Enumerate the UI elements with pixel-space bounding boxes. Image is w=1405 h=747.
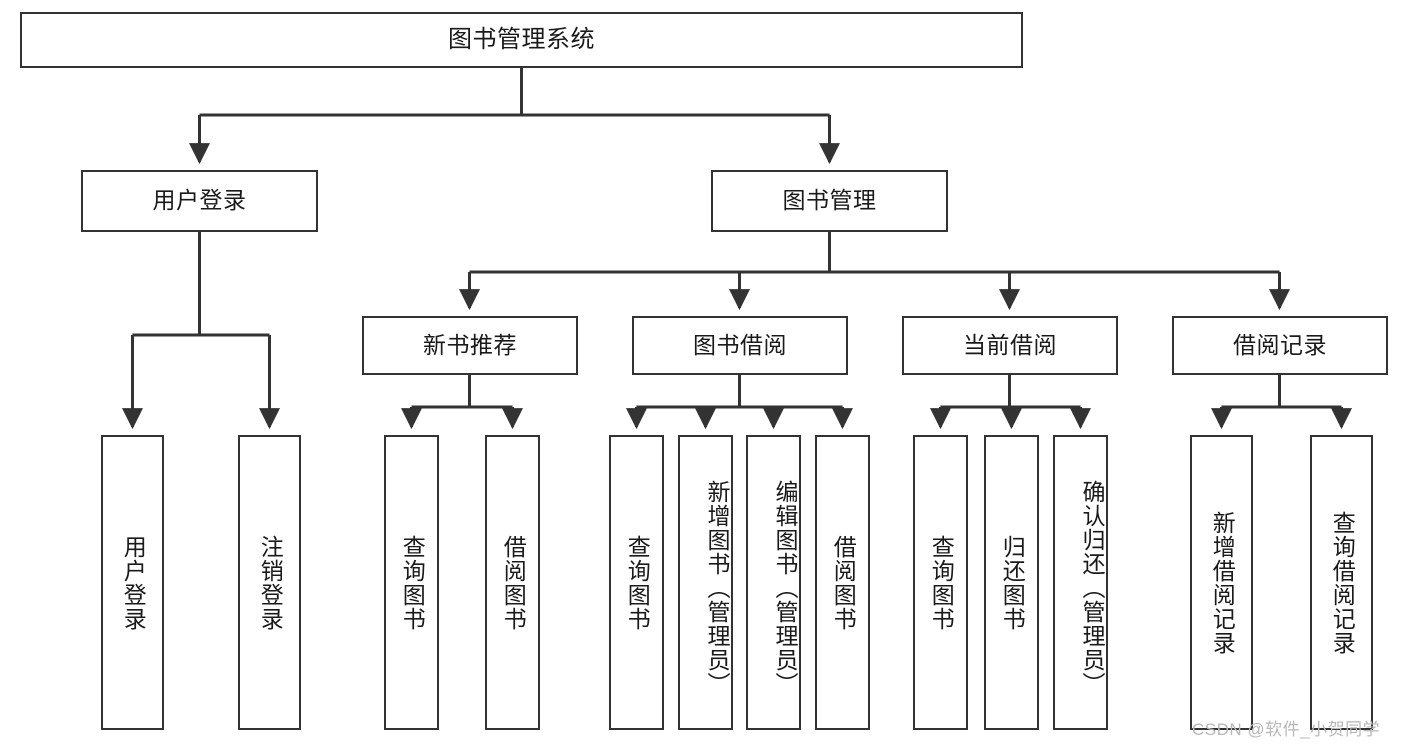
leaf-query-borrow-record[interactable]: 查询借阅记录 — [1310, 435, 1373, 730]
leaf-user-login[interactable]: 用户登录 — [101, 435, 164, 730]
leaf-query-books-current[interactable]: 查询图书 — [913, 435, 968, 730]
node-borrow-records[interactable]: 借阅记录 — [1172, 316, 1388, 375]
leaf-add-borrow-record[interactable]: 新增借阅记录 — [1190, 435, 1253, 730]
node-new-book-recommend[interactable]: 新书推荐 — [362, 316, 578, 375]
node-root-system[interactable]: 图书管理系统 — [20, 12, 1023, 68]
leaf-logout[interactable]: 注销登录 — [238, 435, 301, 730]
leaf-confirm-return-admin[interactable]: 确认归还（管理员） — [1053, 435, 1108, 730]
leaf-borrow-book[interactable]: 借阅图书 — [815, 435, 870, 730]
csdn-watermark: CSDN @软件_小贺同学 — [1192, 720, 1381, 739]
leaf-return-book[interactable]: 归还图书 — [984, 435, 1039, 730]
leaf-add-book-admin[interactable]: 新增图书（管理员） — [678, 435, 733, 730]
leaf-query-books-new[interactable]: 查询图书 — [384, 435, 439, 730]
leaf-borrow-books-new[interactable]: 借阅图书 — [485, 435, 540, 730]
leaf-edit-book-admin[interactable]: 编辑图书（管理员） — [746, 435, 801, 730]
node-current-borrow[interactable]: 当前借阅 — [902, 316, 1118, 375]
node-book-borrow[interactable]: 图书借阅 — [632, 316, 848, 375]
leaf-query-books-borrow[interactable]: 查询图书 — [609, 435, 664, 730]
node-user-login[interactable]: 用户登录 — [81, 170, 318, 232]
node-book-management[interactable]: 图书管理 — [711, 170, 948, 232]
